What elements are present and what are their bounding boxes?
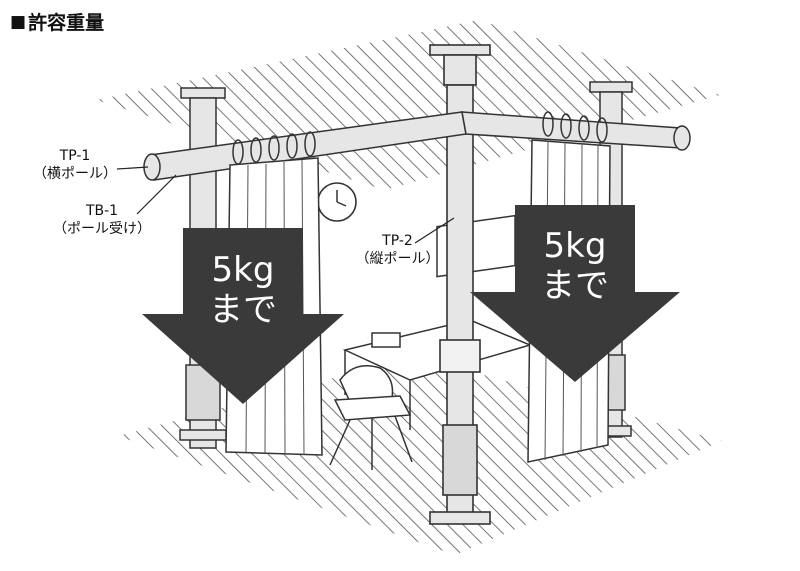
section-heading: ■ 許容重量 <box>10 8 104 35</box>
left-load-text: 5kg まで <box>183 250 303 330</box>
tp2-name: （縦ポール） <box>355 251 440 267</box>
left-load-arrow <box>142 228 344 404</box>
tb1-code: TB-1 <box>85 203 119 219</box>
curtain-rings-right <box>542 111 608 143</box>
wall-clock <box>317 182 357 222</box>
tb1-name: （ポール受け） <box>53 221 151 237</box>
right-load-arrow <box>470 205 680 382</box>
leader-lines <box>116 166 455 244</box>
tp2-label: TP-2 （縦ポール） <box>350 232 445 268</box>
heading-text: 許容重量 <box>28 12 105 34</box>
right-load-suffix: まで <box>541 266 609 306</box>
right-load-value: 5kg <box>543 226 607 266</box>
tb1-label: TB-1 （ポール受け） <box>42 202 162 238</box>
chair-illustration <box>329 365 413 470</box>
tp2-code: TP-2 <box>382 233 413 249</box>
tp1-label: TP-1 （横ポール） <box>30 147 120 183</box>
heading-marker: ■ <box>10 11 27 32</box>
left-load-suffix: まで <box>209 290 277 330</box>
tp1-code: TP-1 <box>59 148 91 164</box>
center-vertical-pole <box>429 44 491 525</box>
left-load-value: 5kg <box>211 250 275 290</box>
tp1-name: （横ポール） <box>33 166 117 182</box>
right-load-text: 5kg まで <box>515 226 635 306</box>
